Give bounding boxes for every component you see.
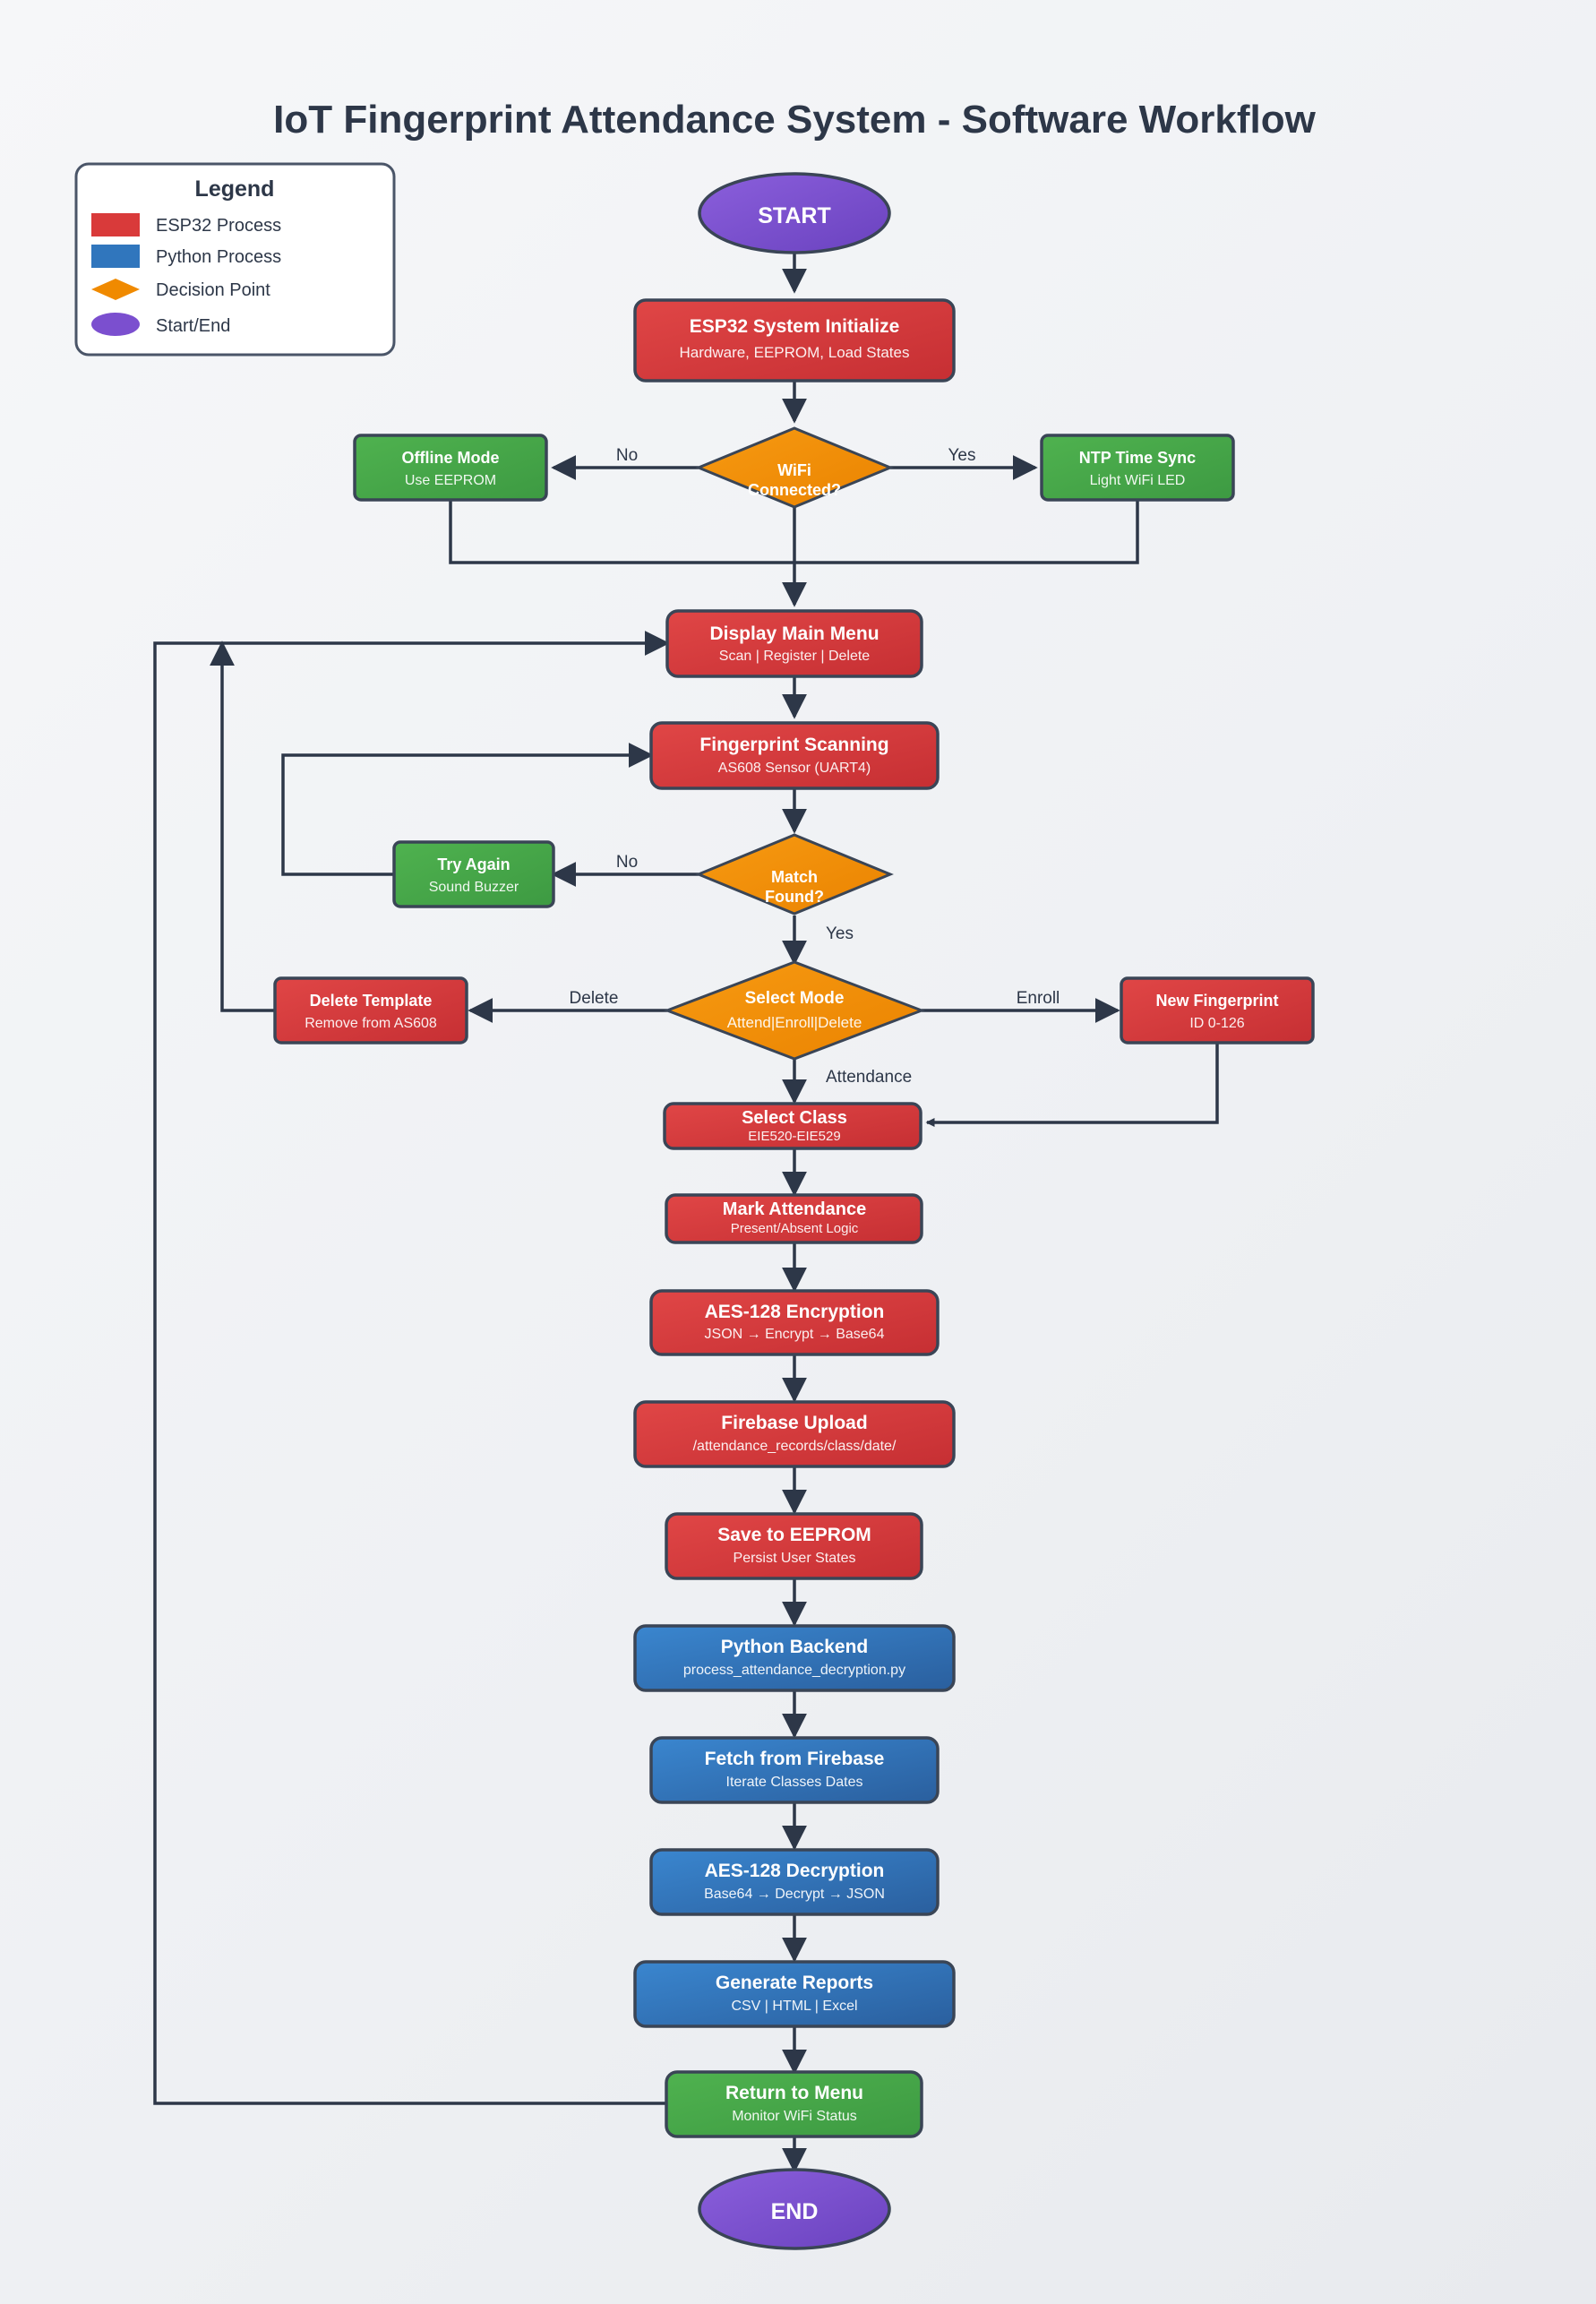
node-scan: Fingerprint Scanning AS608 Sensor (UART4… bbox=[649, 721, 940, 790]
node-return-sub: Monitor WiFi Status bbox=[732, 2109, 857, 2124]
node-decrypt-sub: Base64 → Decrypt → JSON bbox=[704, 1887, 885, 1902]
legend-swatch-decision bbox=[91, 279, 140, 300]
node-delete-title: Delete Template bbox=[310, 992, 433, 1010]
node-eeprom: Save to EEPROM Persist User States bbox=[665, 1512, 923, 1580]
node-backend-sub: process_attendance_decryption.py bbox=[683, 1663, 905, 1678]
node-match-title2: Found? bbox=[765, 888, 824, 906]
legend-label-esp32: ESP32 Process bbox=[156, 216, 281, 236]
node-decrypt-title: AES-128 Decryption bbox=[705, 1861, 885, 1881]
node-encrypt: AES-128 Encryption JSON → Encrypt → Base… bbox=[649, 1289, 940, 1356]
node-backend-title: Python Backend bbox=[721, 1637, 869, 1657]
node-enroll-title: New Fingerprint bbox=[1155, 992, 1278, 1010]
node-offline-title: Offline Mode bbox=[402, 449, 500, 467]
node-match-decision: Match Found? bbox=[695, 833, 894, 916]
node-upload-title: Firebase Upload bbox=[721, 1413, 867, 1433]
node-init-sub: Hardware, EEPROM, Load States bbox=[679, 344, 909, 361]
legend-title: Legend bbox=[195, 176, 275, 202]
node-wifi-decision: WiFi Connected? bbox=[695, 426, 894, 509]
node-ntp-sub: Light WiFi LED bbox=[1090, 473, 1186, 488]
node-enroll-sub: ID 0-126 bbox=[1189, 1016, 1244, 1031]
node-mode-decision: Select Mode Attend|Enroll|Delete bbox=[663, 960, 926, 1061]
node-reports-sub: CSV | HTML | Excel bbox=[731, 1999, 857, 2014]
edge-delete-menu bbox=[210, 640, 275, 1012]
diagram-title: IoT Fingerprint Attendance System - Soft… bbox=[273, 98, 1316, 142]
node-enroll: New Fingerprint ID 0-126 bbox=[1120, 976, 1315, 1045]
node-decrypt: AES-128 Decryption Base64 → Decrypt → JS… bbox=[649, 1848, 940, 1916]
edge-enroll-class bbox=[925, 1044, 1219, 1127]
legend-swatch-esp32 bbox=[91, 213, 140, 236]
node-class: Select Class EIE520-EIE529 bbox=[663, 1102, 922, 1150]
node-mark-title: Mark Attendance bbox=[723, 1199, 866, 1219]
node-fetch-sub: Iterate Classes Dates bbox=[726, 1775, 863, 1790]
node-wifi-title2: Connected? bbox=[748, 481, 841, 499]
node-offline-sub: Use EEPROM bbox=[405, 473, 496, 488]
node-menu: Display Main Menu Scan | Register | Dele… bbox=[665, 609, 923, 678]
node-wifi-title: WiFi bbox=[777, 461, 811, 479]
node-retry: Try Again Sound Buzzer bbox=[392, 840, 555, 908]
node-mark-sub: Present/Absent Logic bbox=[731, 1221, 859, 1236]
node-eeprom-title: Save to EEPROM bbox=[717, 1525, 871, 1545]
node-fetch-title: Fetch from Firebase bbox=[705, 1749, 885, 1769]
node-offline: Offline Mode Use EEPROM bbox=[353, 434, 548, 502]
node-class-title: Select Class bbox=[742, 1108, 847, 1128]
node-reports-title: Generate Reports bbox=[716, 1973, 873, 1993]
node-init-title: ESP32 System Initialize bbox=[690, 316, 900, 337]
node-backend: Python Backend process_attendance_decryp… bbox=[633, 1624, 956, 1692]
node-mark: Mark Attendance Present/Absent Logic bbox=[665, 1193, 923, 1244]
edge-label-match-no: No bbox=[616, 853, 638, 872]
node-mode-sub: Attend|Enroll|Delete bbox=[727, 1014, 862, 1031]
node-end-title: END bbox=[771, 2199, 819, 2224]
node-upload-sub: /attendance_records/class/date/ bbox=[693, 1439, 897, 1454]
node-delete-sub: Remove from AS608 bbox=[305, 1016, 437, 1031]
legend-label-decision: Decision Point bbox=[156, 280, 270, 300]
legend-swatch-python bbox=[91, 245, 140, 268]
node-scan-sub: AS608 Sensor (UART4) bbox=[718, 761, 871, 776]
node-init: ESP32 System Initialize Hardware, EEPROM… bbox=[633, 298, 956, 383]
edge-label-mode-attendance: Attendance bbox=[826, 1068, 912, 1087]
legend-box bbox=[74, 162, 396, 357]
node-menu-sub: Scan | Register | Delete bbox=[719, 649, 870, 664]
edge-label-mode-delete: Delete bbox=[570, 989, 619, 1008]
node-scan-title: Fingerprint Scanning bbox=[699, 735, 888, 755]
node-start-title: START bbox=[758, 203, 830, 228]
node-mode-title: Select Mode bbox=[745, 989, 845, 1008]
node-end: END bbox=[698, 2168, 891, 2250]
legend-swatch-terminal bbox=[91, 313, 140, 336]
node-menu-title: Display Main Menu bbox=[709, 623, 879, 644]
node-match-title: Match bbox=[771, 868, 818, 886]
node-ntp: NTP Time Sync Light WiFi LED bbox=[1040, 434, 1235, 502]
edge-label-wifi-no: No bbox=[616, 446, 638, 465]
node-return-title: Return to Menu bbox=[725, 2083, 863, 2103]
edge-label-match-yes: Yes bbox=[826, 924, 854, 943]
node-class-sub: EIE520-EIE529 bbox=[748, 1129, 840, 1144]
legend-label-terminal: Start/End bbox=[156, 316, 230, 336]
legend-label-python: Python Process bbox=[156, 247, 281, 267]
node-return: Return to Menu Monitor WiFi Status bbox=[665, 2070, 923, 2138]
node-delete: Delete Template Remove from AS608 bbox=[273, 976, 468, 1045]
edge-retry-scan bbox=[281, 743, 654, 876]
legend: Legend ESP32 Process Python Process Deci… bbox=[74, 162, 396, 357]
node-fetch: Fetch from Firebase Iterate Classes Date… bbox=[649, 1736, 940, 1804]
edge-label-mode-enroll: Enroll bbox=[1017, 989, 1060, 1008]
edges bbox=[153, 253, 1219, 2173]
node-ntp-title: NTP Time Sync bbox=[1079, 449, 1196, 467]
node-encrypt-sub: JSON → Encrypt → Base64 bbox=[705, 1327, 885, 1342]
node-retry-title: Try Again bbox=[437, 855, 510, 873]
node-encrypt-title: AES-128 Encryption bbox=[705, 1302, 885, 1322]
node-eeprom-sub: Persist User States bbox=[734, 1551, 856, 1566]
node-retry-sub: Sound Buzzer bbox=[429, 880, 519, 895]
node-reports: Generate Reports CSV | HTML | Excel bbox=[633, 1960, 956, 2028]
node-start: START bbox=[698, 172, 891, 254]
edge-return-menu bbox=[153, 631, 670, 2105]
node-upload: Firebase Upload /attendance_records/clas… bbox=[633, 1400, 956, 1468]
edge-label-wifi-yes: Yes bbox=[948, 446, 976, 465]
